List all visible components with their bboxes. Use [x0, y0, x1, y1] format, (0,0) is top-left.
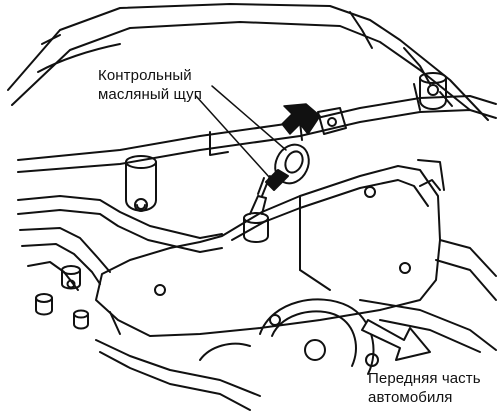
- dipstick-leader: [195, 85, 287, 179]
- right-bolt-boss: [419, 72, 447, 110]
- intake-manifold: [7, 3, 489, 121]
- valve-cover-ledge: [17, 83, 497, 173]
- vehicle-front-callout-line1: Передняя часть: [368, 370, 481, 387]
- left-bolt-boss: [125, 155, 157, 212]
- front-cover: [95, 165, 441, 337]
- dipstick-tube: [243, 175, 271, 243]
- dipstick-callout-line2: масляный щуп: [98, 86, 202, 103]
- vehicle-front-callout-line2: автомобиля: [368, 389, 453, 406]
- lower-pulleys: [95, 298, 497, 411]
- dipstick-callout-line1: Контрольный: [98, 67, 192, 84]
- arrow-right-icon: [361, 319, 431, 361]
- dipstick-handle: [265, 143, 310, 191]
- dipstick-callout: Контрольный масляный щуп: [98, 66, 202, 104]
- cylinder-block: [17, 195, 223, 291]
- lower-left-bolts: [35, 265, 89, 330]
- arrow-down-left-icon: [281, 103, 321, 135]
- vehicle-front-callout: Передняя часть автомобиля: [368, 369, 481, 407]
- rear-bracket: [317, 107, 347, 135]
- timing-cover: [417, 159, 497, 301]
